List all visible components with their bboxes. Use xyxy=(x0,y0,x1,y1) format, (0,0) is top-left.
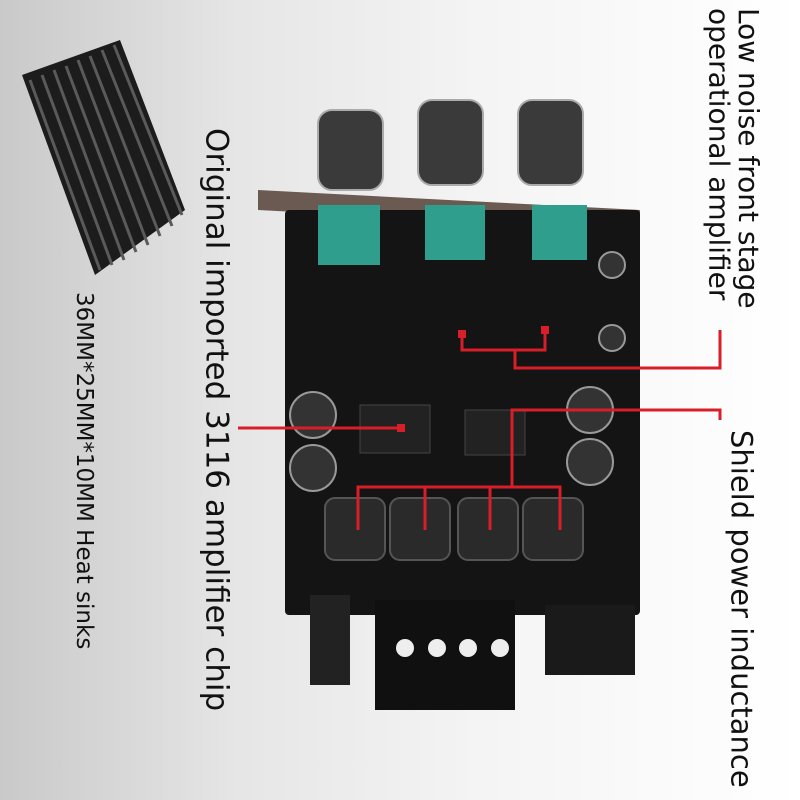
opamp-label-line1: Low noise front stage xyxy=(731,8,765,309)
amplifier-chip-label: Original imported 3116 amplifier chip xyxy=(198,128,235,712)
annotation-lines xyxy=(238,330,722,530)
opamp-label-line2: operational amplifier xyxy=(702,8,736,301)
amplifier-board-image xyxy=(258,99,640,710)
inductance-label: Shield power inductance xyxy=(724,430,759,788)
opamp-label: Low noise front stage operational amplif… xyxy=(702,8,765,309)
heatsink-image xyxy=(22,40,185,275)
heatsink-label: 36MM*25MM*10MM Heat sinks xyxy=(71,292,98,650)
